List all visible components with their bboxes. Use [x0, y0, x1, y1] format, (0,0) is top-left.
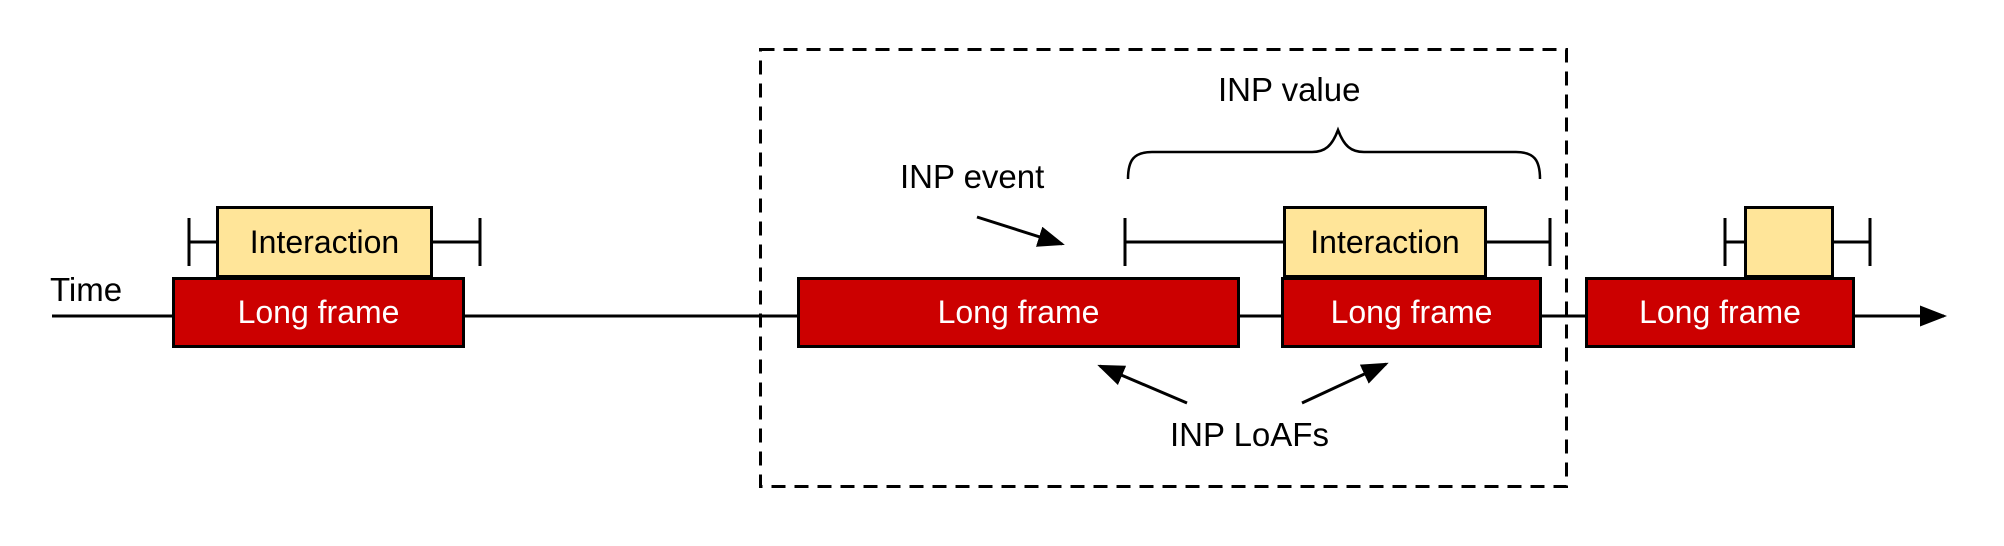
interaction-box-2: Interaction: [1283, 206, 1487, 278]
time-axis-label: Time: [50, 271, 123, 308]
interaction-box-3: [1744, 206, 1834, 278]
long-frame-label: Long frame: [1639, 294, 1801, 330]
interaction-label: Interaction: [249, 223, 400, 260]
long-frame-label: Long frame: [237, 294, 400, 330]
inp-loafs-arrow-right: [1301, 362, 1389, 405]
inp-loafs-label: INP LoAFs: [1170, 416, 1329, 453]
inp-value-brace: [1126, 126, 1542, 180]
long-frame-box-4: Long frame: [1585, 277, 1855, 348]
inp-event-label: INP event: [900, 158, 1045, 195]
long-frame-label: Long frame: [937, 294, 1100, 330]
inp-region-dashed-box: [759, 48, 1568, 488]
long-frame-box-2: Long frame: [797, 277, 1240, 348]
interaction-label: Interaction: [1310, 223, 1460, 260]
inp-value-label: INP value: [1218, 71, 1361, 108]
long-frame-box-1: Long frame: [172, 277, 465, 348]
long-frame-label: Long frame: [1330, 294, 1493, 330]
long-frame-box-3: Long frame: [1281, 277, 1542, 348]
inp-event-arrow: [976, 215, 1065, 247]
inp-loafs-arrow-left: [1097, 364, 1188, 405]
interaction-box-1: Interaction: [216, 206, 433, 278]
